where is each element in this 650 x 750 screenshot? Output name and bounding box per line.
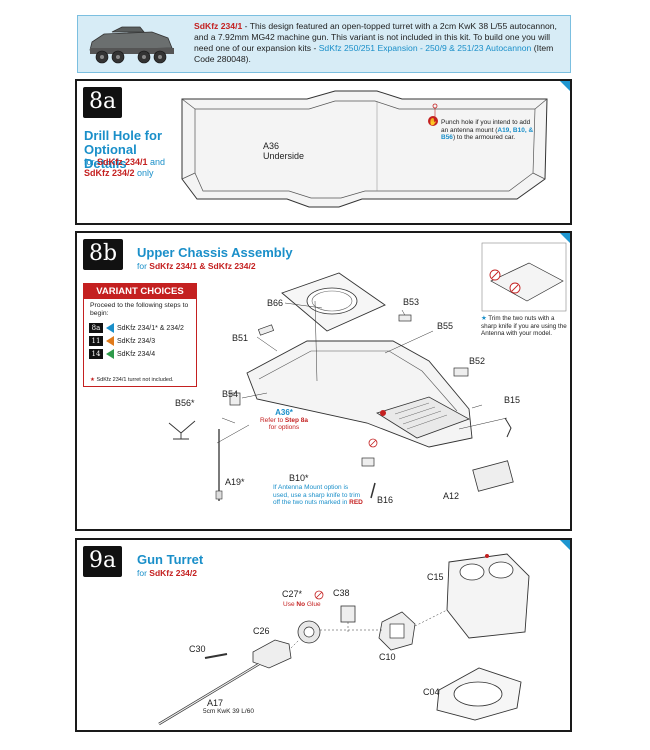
intro-text-a: - This design featured an open-topped tu…	[194, 21, 557, 53]
step-applicability: for SdKfz 234/2	[137, 568, 197, 578]
variant-intro: Proceed to the following steps to begin:	[90, 302, 189, 317]
part-c10-label: C10	[379, 652, 396, 662]
variant-row: 11 SdKfz 234/3	[89, 336, 191, 346]
variant-note: ★ SdKfz 234/1 turret not included.	[90, 377, 174, 383]
underside-drawing: ✋	[181, 90, 548, 208]
trim-note: ★ Trim the two nuts with a sharp knife i…	[481, 315, 567, 337]
variant-label: SdKfz 234/4	[117, 350, 156, 358]
svg-text:✋: ✋	[429, 117, 438, 126]
step-applicability: for SdKfz 234/1 & SdKfz 234/2	[137, 261, 256, 271]
variant-arrow-icon	[106, 349, 114, 359]
part-b15-label: B15	[504, 395, 521, 405]
part-c04-label: C04	[423, 687, 440, 697]
step-title: Gun Turret	[137, 552, 204, 567]
variant-step-badge: 8a	[89, 323, 103, 333]
part-b54-label: B54	[222, 389, 239, 399]
part-a36-label: A36	[263, 141, 280, 151]
part-a36-sublabel: Underside	[263, 151, 305, 161]
gun-turret-drawing	[158, 553, 530, 726]
variant-arrow-icon	[106, 323, 114, 333]
part-c38-label: C38	[333, 588, 350, 598]
part-a19-label: A19*	[225, 477, 245, 487]
variant-choices-title: VARIANT CHOICES	[84, 284, 196, 299]
corner-marker	[560, 540, 570, 550]
variant-choices-box: VARIANT CHOICES Proceed to the following…	[83, 283, 197, 387]
part-a12-label: A12	[443, 491, 460, 501]
intro-text-b: (Item Code 280048).	[194, 43, 554, 64]
variant-step-badge: 11	[89, 336, 103, 346]
intro-text: SdKfz 234/1 - This design featured an op…	[194, 21, 566, 65]
part-c26-label: C26	[253, 626, 270, 636]
variant-step-badge: 14	[89, 349, 103, 359]
part-b66-label: B66	[267, 298, 284, 308]
part-b16-label: B16	[377, 495, 394, 505]
part-b10-label: B10*	[289, 473, 309, 483]
corner-marker	[560, 81, 570, 91]
corner-marker	[560, 233, 570, 243]
part-b52-label: B52	[469, 356, 486, 366]
intro-kit-link: SdKfz 250/251 Expansion - 250/9 & 251/23…	[318, 43, 532, 53]
punch-hole-note: Punch hole if you intend to add an anten…	[441, 119, 534, 141]
intro-banner: SdKfz 234/1 - This design featured an op…	[77, 15, 571, 73]
part-a17-label: A17	[207, 698, 224, 708]
c27-glue-note: Use No Glue	[283, 601, 321, 608]
part-c30-label: C30	[189, 644, 206, 654]
part-a17-sublabel: 5cm KwK 39 L/60	[203, 708, 254, 715]
variant-label: SdKfz 234/3	[117, 337, 156, 345]
variant-row: 8a SdKfz 234/1* & 234/2	[89, 323, 191, 333]
part-b56-label: B56*	[175, 398, 195, 408]
part-b51-label: B51	[232, 333, 249, 343]
step-title: Upper Chassis Assembly	[137, 245, 293, 260]
part-c15-label: C15	[427, 572, 444, 582]
variant-label: SdKfz 234/1* & 234/2	[117, 324, 184, 332]
step-8a-panel: 8a Drill Hole for Optional Details for S…	[75, 79, 572, 225]
intro-model: SdKfz 234/1	[194, 21, 243, 31]
step-8b-panel: 8b Upper Chassis Assembly for SdKfz 234/…	[75, 231, 572, 531]
variant-row: 14 SdKfz 234/4	[89, 349, 191, 359]
upper-chassis-drawing	[168, 242, 567, 501]
step-badge: 8b	[83, 239, 124, 270]
armoured-car-illustration	[89, 26, 174, 64]
b10-note: If Antenna Mount option is used, use a s…	[273, 484, 363, 506]
step-applicability: for SdKfz 234/1 and SdKfz 234/2 only	[84, 157, 166, 178]
part-a36-callout: A36* Refer to Step 8a for options	[259, 408, 309, 431]
part-c27-label: C27*	[282, 589, 303, 599]
part-b55-label: B55	[437, 321, 454, 331]
step-title: Drill Hole for Optional Details	[84, 128, 163, 171]
variant-arrow-icon	[106, 336, 114, 346]
step-badge: 9a	[83, 546, 123, 577]
variant-list: 8a SdKfz 234/1* & 234/2 11 SdKfz 234/3 14 SdK…	[84, 323, 196, 359]
step-9a-panel: 9a Gun Turret for SdKfz 234/2	[75, 538, 572, 732]
part-b53-label: B53	[403, 297, 420, 307]
step-badge: 8a	[83, 87, 123, 118]
